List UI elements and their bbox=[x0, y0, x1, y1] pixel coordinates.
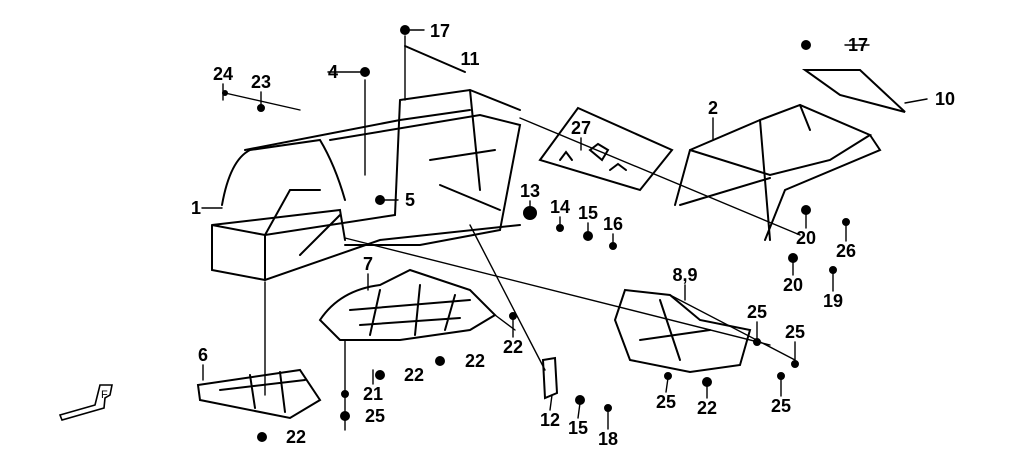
rear-frame bbox=[674, 103, 882, 241]
callout-22: 22 bbox=[464, 351, 486, 371]
callout-10: 10 bbox=[934, 89, 956, 109]
leader-lines bbox=[201, 29, 928, 431]
mud-guard-8-9 bbox=[613, 288, 752, 374]
callout-15: 15 bbox=[577, 203, 599, 223]
callout-13: 13 bbox=[519, 181, 541, 201]
callout-15: 15 bbox=[567, 418, 589, 438]
callout-22: 22 bbox=[502, 337, 524, 357]
bar-11 bbox=[404, 45, 466, 73]
callout-11: 11 bbox=[460, 49, 480, 69]
callout-8-9: 8,9 bbox=[672, 265, 698, 285]
mud-flap-10 bbox=[801, 69, 906, 113]
callout-20: 20 bbox=[795, 228, 817, 248]
callout-16: 16 bbox=[602, 214, 624, 234]
skid-plate-6 bbox=[196, 368, 322, 420]
callout-2: 2 bbox=[707, 98, 719, 118]
callout-17: 17 bbox=[847, 35, 869, 55]
fasteners bbox=[222, 25, 850, 442]
callout-20: 20 bbox=[782, 275, 804, 295]
bracket-12 bbox=[541, 356, 559, 400]
bracket-kit-27 bbox=[538, 106, 674, 192]
callout-26: 26 bbox=[835, 241, 857, 261]
direction-marker-text: F bbox=[101, 389, 108, 401]
callout-25: 25 bbox=[784, 322, 806, 342]
main-frame bbox=[211, 88, 522, 282]
callout-25: 25 bbox=[364, 406, 386, 426]
front-direction-arrow-icon: F bbox=[58, 384, 113, 421]
callout-7: 7 bbox=[362, 254, 374, 274]
callout-25: 25 bbox=[655, 392, 677, 412]
callout-1: 1 bbox=[190, 198, 202, 218]
callout-14: 14 bbox=[549, 197, 571, 217]
callout-19: 19 bbox=[822, 291, 844, 311]
callout-21: 21 bbox=[362, 384, 384, 404]
callout-22: 22 bbox=[403, 365, 425, 385]
callout-4: 4 bbox=[327, 62, 339, 82]
callout-6: 6 bbox=[197, 345, 209, 365]
callout-12: 12 bbox=[539, 410, 561, 430]
callout-27: 27 bbox=[570, 118, 592, 138]
callout-23: 23 bbox=[250, 72, 272, 92]
skid-plate-7 bbox=[318, 268, 497, 341]
callout-25: 25 bbox=[746, 302, 768, 322]
callout-17: 17 bbox=[429, 21, 451, 41]
callout-18: 18 bbox=[597, 429, 619, 449]
callout-25: 25 bbox=[770, 396, 792, 416]
callout-22: 22 bbox=[285, 427, 307, 447]
callout-5: 5 bbox=[404, 190, 416, 210]
callout-24: 24 bbox=[212, 64, 234, 84]
callout-22: 22 bbox=[696, 398, 718, 418]
